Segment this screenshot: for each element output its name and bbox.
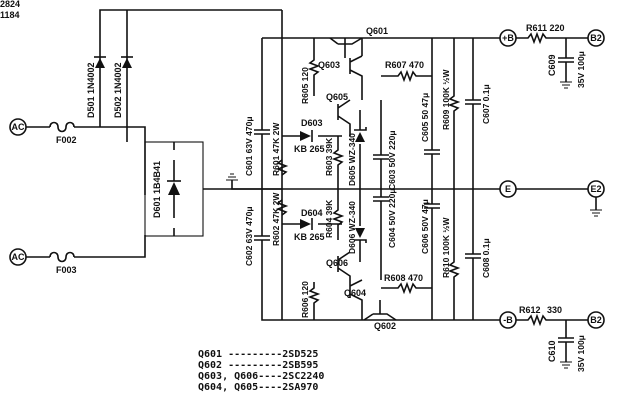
legend-line-2: Q602 ---------2SB595 <box>198 360 318 371</box>
label-c601: C601 63V 470μ <box>244 116 254 176</box>
label-r606: R606 120 <box>300 281 310 318</box>
label-r611: R611 220 <box>526 23 565 33</box>
wire-top-left <box>99 9 282 127</box>
label-terminal-e: E <box>505 184 511 194</box>
label-d603: D603 <box>301 118 323 128</box>
wire-ac2-bridge <box>100 235 146 258</box>
regulator-section: C601 63V 470μ C602 63V 470μ R601 47K 2W … <box>244 10 500 331</box>
zener-d605 <box>355 132 365 142</box>
label-d606: D606 WZ-340 <box>347 201 357 254</box>
input-section: AC AC F002 F003 D501 1N4002 D502 1N4002 … <box>9 9 282 275</box>
label-terminal-b-plus: +B <box>502 33 514 43</box>
zener-d606 <box>355 228 365 238</box>
resistor-r601 <box>275 159 289 176</box>
label-c607: C607 0.1μ <box>481 84 491 124</box>
terminal-b2-minus <box>587 311 605 329</box>
diode-d604 <box>300 219 311 229</box>
label-q605: Q605 <box>326 92 348 102</box>
diode-d502 <box>122 58 132 68</box>
fuse-f003 <box>26 251 100 263</box>
fuse-f002 <box>26 121 100 133</box>
label-q601: Q601 <box>366 26 388 36</box>
label-f003: F003 <box>56 265 77 275</box>
label-q606: Q606 <box>326 258 348 268</box>
label-terminal-b2-minus: B2 <box>590 315 602 325</box>
ground-symbol-left <box>226 173 282 190</box>
ac-terminal-top-label: AC <box>12 122 25 132</box>
corner-text-2: 1184 <box>0 10 20 20</box>
capacitor-c601 <box>254 37 282 189</box>
ac-terminal-bottom-label: AC <box>12 252 25 262</box>
label-d501: D501 1N4002 <box>86 62 96 118</box>
corner-text-1: 2824 <box>0 0 20 9</box>
legend-line-4: Q604, Q605----2SA970 <box>198 382 318 393</box>
label-terminal-b2-plus: B2 <box>590 33 602 43</box>
legend-line-1: Q601 ---------2SD525 <box>198 349 318 360</box>
label-r601: R601 47K 2W <box>271 122 281 176</box>
diode-d603 <box>300 131 311 141</box>
label-c606: C606 50V 47μ <box>420 199 430 254</box>
label-terminal-e2: E2 <box>590 184 601 194</box>
transistor-legend: Q601 ---------2SD525 Q602 ---------2SB59… <box>198 349 324 393</box>
legend-line-3: Q603, Q606----2SC2240 <box>198 371 324 382</box>
label-terminal-b-minus: -B <box>503 315 513 325</box>
resistor-r602 <box>275 199 289 216</box>
transistor-q603: Q603 <box>318 38 363 100</box>
label-r607: R607 470 <box>385 60 424 70</box>
label-d604-type: KB 265 <box>294 232 325 242</box>
label-r612: R612 <box>519 305 541 315</box>
transistor-q605: Q605 <box>326 92 351 136</box>
label-d601: D601 1B4B41 <box>152 161 162 218</box>
transistor-q602: Q602 <box>363 300 397 331</box>
label-c609: C609 <box>547 54 557 76</box>
capacitor-c602 <box>254 189 282 321</box>
label-r603: R603 39K <box>324 137 334 176</box>
label-c610-rating: 35V 100μ <box>576 335 586 372</box>
label-c605: C605 50 47μ <box>420 93 430 142</box>
label-r610: R610 100K ½W <box>441 217 451 278</box>
transistor-q604: Q604 <box>344 279 366 320</box>
label-d502: D502 1N4002 <box>113 62 123 118</box>
label-q604: Q604 <box>344 288 366 298</box>
wire-ac1-bridge <box>100 126 146 195</box>
terminal-b2-plus <box>587 29 605 47</box>
label-d603-type: KB 265 <box>294 144 325 154</box>
label-f002: F002 <box>56 135 77 145</box>
transistor-q601: Q601 <box>329 26 388 58</box>
label-r612-value: 330 <box>547 305 562 315</box>
label-d605: D605 WZ-340 <box>347 133 357 186</box>
diode-d501 <box>95 58 105 68</box>
label-c603: C603 50V 220μ <box>387 130 397 190</box>
label-d604: D604 <box>301 208 323 218</box>
label-r605: R605 120 <box>300 67 310 104</box>
label-c609-rating: 35V 100μ <box>576 51 586 88</box>
label-c608: C608 0.1μ <box>481 238 491 278</box>
bridge-diode-symbol <box>168 182 180 195</box>
label-r608: R608 470 <box>384 273 423 283</box>
label-r609: R609 100K ½W <box>441 69 451 130</box>
label-c604: C604 50V 220μ <box>387 188 397 248</box>
label-c602: C602 63V 470μ <box>244 206 254 266</box>
output-section: +B R611 220 B2 C609 35V 100μ E E2 -B R61… <box>499 23 605 372</box>
label-q603: Q603 <box>318 60 340 70</box>
label-r602: R602 47K 2W <box>271 192 281 246</box>
label-q602: Q602 <box>374 321 396 331</box>
label-c610: C610 <box>547 340 557 362</box>
label-r604: R604 39K <box>324 199 334 238</box>
transistor-q606: Q606 <box>326 251 351 282</box>
